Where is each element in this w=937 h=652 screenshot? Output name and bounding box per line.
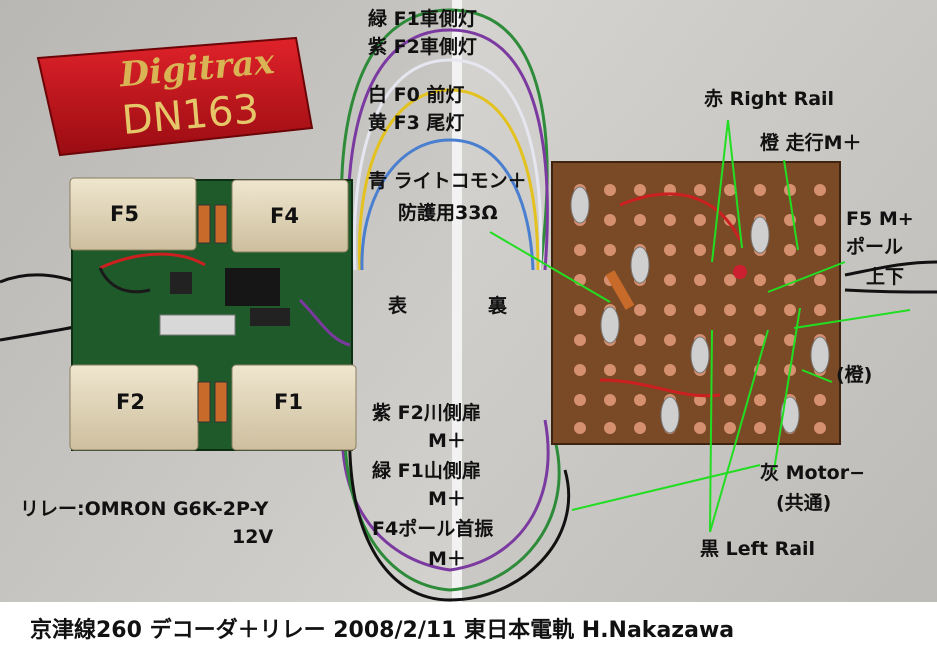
label-gray-motor-minus: 灰 Motor− bbox=[760, 462, 866, 484]
perfboard-back bbox=[551, 161, 841, 445]
back-side-label: 裏 bbox=[488, 295, 508, 317]
wire-label-f4-pole-swing-m: M＋ bbox=[428, 548, 466, 570]
wire-loops bbox=[0, 8, 937, 602]
resistor-label: 防護用33Ω bbox=[398, 202, 498, 224]
label-orange-drive-motor-plus: 橙 走行M＋ bbox=[760, 132, 862, 154]
wire-label-green-f1-door-m: M＋ bbox=[428, 488, 466, 510]
label-red-right-rail: 赤 Right Rail bbox=[704, 88, 835, 110]
label-up-down: 上下 bbox=[866, 266, 905, 288]
label-orange-paren: (橙) bbox=[836, 364, 873, 386]
decoder-package: Digitrax DN163 bbox=[36, 36, 314, 157]
front-side-label: 表 bbox=[388, 295, 408, 317]
wire-label-f4-pole-swing: F4ポール首振 bbox=[372, 518, 494, 540]
wire-label-purple-f2-door: 紫 F2川側扉 bbox=[372, 402, 481, 424]
caption-text: 京津線260 デコーダ＋リレー 2008/2/11 東日本電軌 H.Nakaza… bbox=[30, 618, 735, 643]
relay-label-f5: F5 bbox=[110, 202, 139, 226]
relay-board-front bbox=[69, 177, 357, 451]
pointer-lines bbox=[489, 119, 911, 533]
label-pole: ポール bbox=[846, 236, 904, 258]
wire-label-green-f1-door: 緑 F1山側扉 bbox=[372, 460, 481, 482]
wire-label-purple-f2-side-light: 紫 F2車側灯 bbox=[368, 36, 477, 58]
decoder-relay-photo: Digitrax DN163 bbox=[0, 0, 937, 602]
caption-bar bbox=[0, 602, 937, 652]
wire-label-yellow-f3-taillight: 黄 F3 尾灯 bbox=[368, 112, 465, 134]
relay-label-f4: F4 bbox=[270, 204, 299, 228]
relay-label-f1: F1 bbox=[274, 390, 303, 414]
wire-label-purple-f2-door-m: M＋ bbox=[428, 430, 466, 452]
label-f5-motor-plus: F5 M+ bbox=[846, 208, 914, 230]
label-black-left-rail: 黒 Left Rail bbox=[700, 538, 816, 560]
label-common: (共通) bbox=[776, 492, 832, 514]
relay-label-f2: F2 bbox=[116, 390, 145, 414]
relay-voltage-note: 12V bbox=[232, 526, 274, 548]
wire-label-green-f1-side-light: 緑 F1車側灯 bbox=[368, 8, 477, 30]
relay-model-note: リレー:OMRON G6K-2P-Y bbox=[20, 498, 269, 520]
wire-label-white-f0-headlight: 白 F0 前灯 bbox=[368, 84, 465, 106]
wire-label-blue-light-common: 青 ライトコモン＋ bbox=[368, 170, 527, 192]
